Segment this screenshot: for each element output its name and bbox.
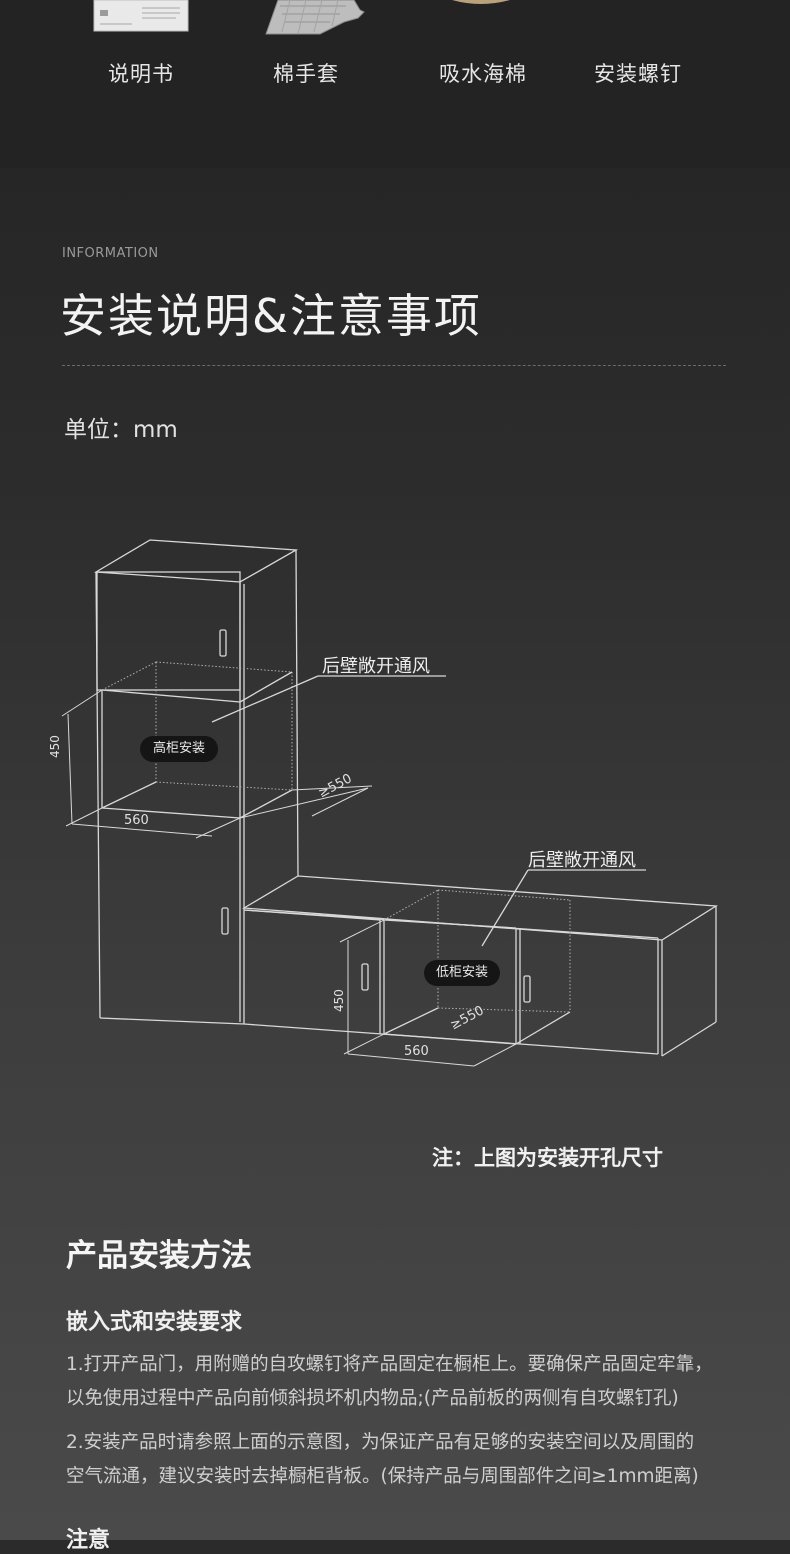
diagram-note: 注：上图为安装开孔尺寸 xyxy=(432,1146,663,1170)
installation-diagram xyxy=(61,539,719,1067)
notice-title: 注意 xyxy=(66,1528,111,1553)
low-width-label: 560 xyxy=(404,1044,429,1059)
low-dimensions xyxy=(339,919,517,1067)
instruction-1: 1.打开产品门，用附赠的自攻螺钉将产品固定在橱柜上。要确保产品固定牢靠， 以免使… xyxy=(66,1348,756,1416)
method-title: 产品安装方法 xyxy=(66,1238,252,1274)
tall-cabinet xyxy=(93,539,446,1025)
high-dimensions xyxy=(61,689,373,839)
accessory-label-sponge: 吸水海棉 xyxy=(439,62,527,86)
section-eyebrow: INFORMATION xyxy=(62,246,159,261)
instruction-2-line-2: 空气流通，建议安装时去掉橱柜背板。(保持产品与周围部件之间≥1mm距离) xyxy=(66,1466,699,1487)
manual-thumbnail xyxy=(93,0,189,32)
high-height-label: 450 xyxy=(48,735,62,758)
accessory-label-glove: 棉手套 xyxy=(273,62,339,86)
instruction-1-line-2: 以免使用过程中产品向前倾斜损坏机内物品;(产品前板的两侧有自攻螺钉孔) xyxy=(66,1388,679,1409)
instruction-2: 2.安装产品时请参照上面的示意图，为保证产品有足够的安装空间以及周围的 空气流通… xyxy=(66,1426,756,1494)
method-subtitle: 嵌入式和安装要求 xyxy=(66,1310,243,1335)
high-width-label: 560 xyxy=(124,813,149,828)
unit-text: 单位：mm xyxy=(64,417,178,443)
information-section xyxy=(0,168,790,1540)
high-vent-label: 后壁敞开通风 xyxy=(322,656,430,677)
glove-thumbnail xyxy=(265,0,365,35)
instruction-1-line-1: 1.打开产品门，用附赠的自攻螺钉将产品固定在橱柜上。要确保产品固定牢靠， xyxy=(66,1354,713,1375)
page-title: 安装说明&注意事项 xyxy=(60,289,482,343)
accessory-label-screws: 安装螺钉 xyxy=(594,62,682,86)
accessories-band: 说明书 棉手套 吸水海棉 安装螺钉 xyxy=(0,0,790,168)
accessory-label-manual: 说明书 xyxy=(108,62,174,86)
low-cabinet-badge: 低柜安装 xyxy=(424,960,500,986)
high-cabinet-badge: 高柜安装 xyxy=(140,736,218,762)
low-height-label: 450 xyxy=(332,989,346,1012)
low-vent-label: 后壁敞开通风 xyxy=(528,850,636,871)
sponge-thumbnail xyxy=(452,0,510,4)
low-cabinet xyxy=(241,869,719,1057)
instruction-2-line-1: 2.安装产品时请参照上面的示意图，为保证产品有足够的安装空间以及周围的 xyxy=(66,1432,695,1453)
title-divider xyxy=(62,365,726,366)
